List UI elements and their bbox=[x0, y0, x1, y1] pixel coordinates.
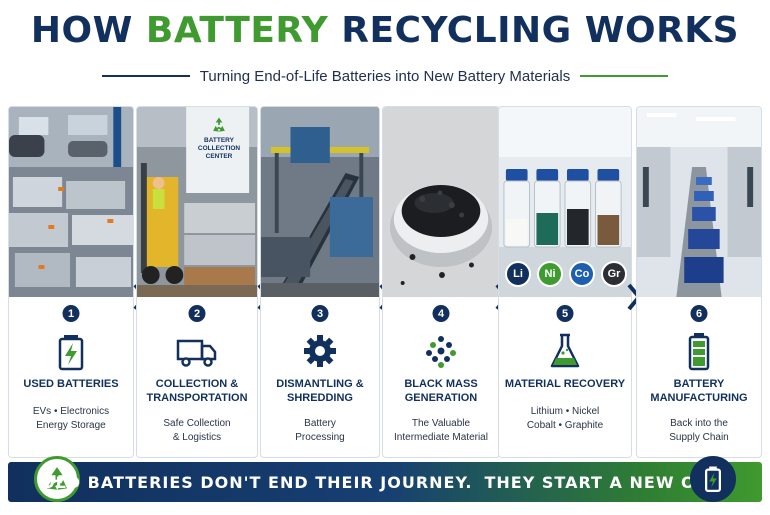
step-label-line: MANUFACTURING bbox=[650, 392, 748, 404]
steps-row: 1 USED BATTERIES EVs • Electronics Energ… bbox=[8, 106, 762, 458]
battery-charge-icon bbox=[49, 331, 93, 371]
step-number: 6 bbox=[690, 305, 708, 322]
step-desc-line: Back into the bbox=[670, 418, 728, 429]
particles-icon bbox=[419, 331, 463, 371]
step-description: The Valuable Intermediate Material bbox=[387, 417, 495, 445]
element-badges: Li Ni Co Gr bbox=[499, 261, 631, 291]
subtitle-row: Turning End-of-Life Batteries into New B… bbox=[0, 66, 770, 86]
step-label-line: GENERATION bbox=[404, 392, 478, 404]
photo-collection bbox=[137, 107, 257, 297]
element-badge-ni: Ni bbox=[537, 261, 563, 287]
flask-icon bbox=[543, 331, 587, 371]
subtitle-rule-right bbox=[580, 75, 669, 77]
step-label-line: USED BATTERIES bbox=[23, 378, 119, 390]
step-number: 1 bbox=[62, 305, 80, 322]
step-label-line: BATTERY bbox=[673, 378, 725, 390]
step-battery-manufacturing: 6 BATTERY MANUFACTURING Back into the Su… bbox=[636, 106, 762, 458]
step-desc-line: & Logistics bbox=[172, 432, 222, 443]
battery-badge bbox=[690, 456, 736, 502]
sign-line: COLLECTION bbox=[197, 145, 241, 152]
step-material-recovery: Li Ni Co Gr 5 MATERIAL RECOVERY Lithium … bbox=[498, 106, 632, 458]
bottom-banner: OLD BATTERIES DON'T END THEIR JOURNEY. T… bbox=[8, 456, 762, 502]
title-suffix: RECYCLING WORKS bbox=[328, 10, 740, 51]
step-description: Safe Collection & Logistics bbox=[141, 417, 253, 445]
recycle-icon bbox=[213, 117, 225, 132]
title-prefix: HOW bbox=[30, 10, 146, 51]
recycle-icon bbox=[47, 467, 67, 490]
step-label-line: BLACK MASS bbox=[404, 378, 478, 390]
banner-text-accent: THEY START A NEW ONE. bbox=[484, 472, 730, 492]
step-label-line: SHREDDING bbox=[286, 392, 353, 404]
truck-icon bbox=[175, 331, 219, 371]
element-badge-gr: Gr bbox=[601, 261, 627, 287]
step-desc-line: Intermediate Material bbox=[394, 432, 488, 443]
step-collection: BATTERY COLLECTION CENTER 2 COLLECTION &… bbox=[136, 106, 258, 458]
collection-sign: BATTERY COLLECTION CENTER bbox=[191, 111, 247, 189]
step-desc-line: Processing bbox=[295, 432, 345, 443]
step-number: 2 bbox=[188, 305, 206, 322]
step-label-line: COLLECTION & bbox=[155, 378, 239, 390]
step-desc-line: Lithium • Nickel bbox=[530, 406, 600, 417]
photo-dismantling bbox=[261, 107, 379, 297]
battery-charge-icon bbox=[705, 466, 721, 492]
step-desc-line: Supply Chain bbox=[669, 432, 729, 443]
banner-message: OLD BATTERIES DON'T END THEIR JOURNEY. T… bbox=[41, 462, 728, 502]
step-desc-line: EVs • Electronics bbox=[32, 406, 110, 417]
subtitle-rule-left bbox=[101, 75, 190, 77]
step-desc-line: Battery bbox=[304, 418, 336, 429]
step-number: 3 bbox=[311, 305, 329, 322]
photo-used-batteries bbox=[9, 107, 133, 297]
step-dismantling: 3 DISMANTLING & SHREDDING Battery Proces… bbox=[260, 106, 380, 458]
step-description: Battery Processing bbox=[265, 417, 375, 445]
step-used-batteries: 1 USED BATTERIES EVs • Electronics Energ… bbox=[8, 106, 134, 458]
element-badge-li: Li bbox=[505, 261, 531, 287]
step-desc-line: Cobalt • Graphite bbox=[526, 420, 604, 431]
photo-black-mass bbox=[383, 107, 499, 297]
battery-full-icon bbox=[677, 331, 721, 371]
step-desc-line: The Valuable bbox=[411, 418, 471, 429]
step-desc-line: Safe Collection bbox=[163, 418, 231, 429]
step-label-line: MATERIAL RECOVERY bbox=[504, 378, 626, 390]
step-number: 5 bbox=[556, 305, 574, 322]
step-label-line: TRANSPORTATION bbox=[146, 392, 248, 404]
banner-text-main: OLD BATTERIES DON'T END THEIR JOURNEY. bbox=[40, 472, 473, 492]
subtitle: Turning End-of-Life Batteries into New B… bbox=[199, 67, 571, 85]
sign-line: CENTER bbox=[205, 153, 233, 160]
step-label: MATERIAL RECOVERY bbox=[503, 377, 627, 391]
step-description: EVs • Electronics Energy Storage bbox=[13, 405, 129, 433]
step-description: Back into the Supply Chain bbox=[641, 417, 757, 445]
gear-icon bbox=[298, 331, 342, 371]
step-black-mass: 4 BLACK MASS GENERATION The Valuable Int… bbox=[382, 106, 500, 458]
step-label: COLLECTION & TRANSPORTATION bbox=[141, 377, 253, 405]
step-desc-line: Energy Storage bbox=[36, 420, 106, 431]
page-title: HOW BATTERY RECYCLING WORKS bbox=[0, 10, 770, 51]
step-number: 4 bbox=[432, 305, 450, 322]
recycle-badge bbox=[34, 456, 80, 502]
step-label: BLACK MASS GENERATION bbox=[387, 377, 495, 405]
photo-battery-manufacturing bbox=[637, 107, 761, 297]
title-accent: BATTERY bbox=[145, 10, 329, 51]
step-label: USED BATTERIES bbox=[13, 377, 129, 391]
step-label: BATTERY MANUFACTURING bbox=[641, 377, 757, 405]
element-badge-co: Co bbox=[569, 261, 595, 287]
step-description: Lithium • Nickel Cobalt • Graphite bbox=[503, 405, 627, 433]
sign-line: BATTERY bbox=[204, 137, 234, 144]
step-label: DISMANTLING & SHREDDING bbox=[265, 377, 375, 405]
step-label-line: DISMANTLING & bbox=[276, 378, 364, 390]
